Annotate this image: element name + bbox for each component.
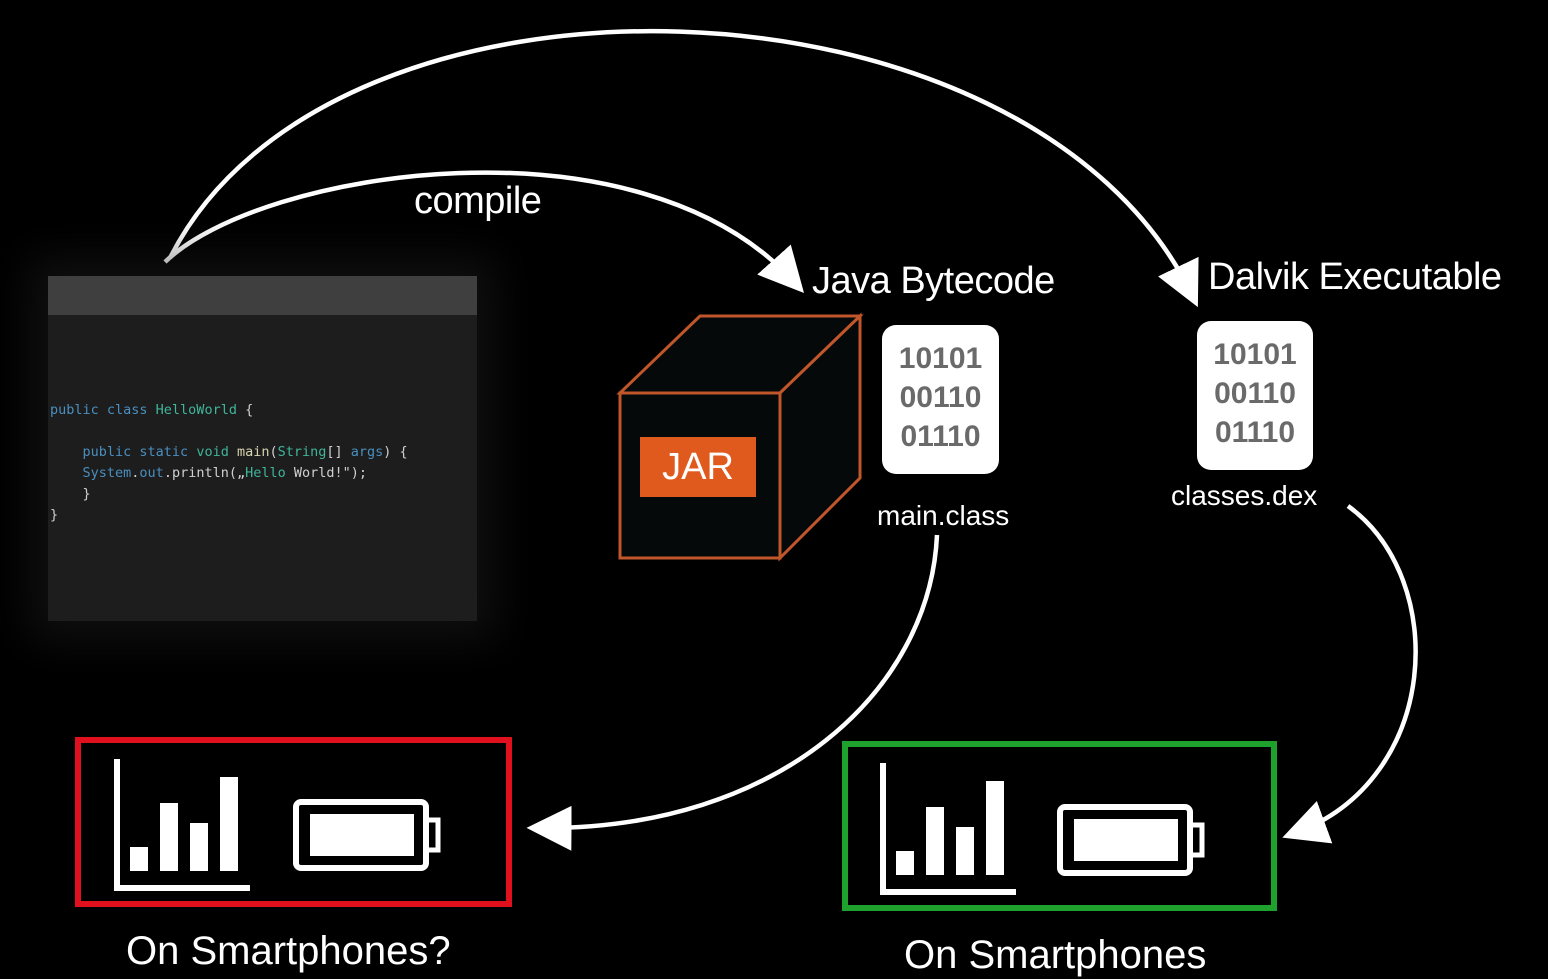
battery-full-icon: [293, 799, 441, 871]
code-token: out: [139, 465, 164, 481]
code-line: public class HelloWorld {: [50, 400, 408, 421]
classes-dex-file-icon: 10101 00110 01110: [1197, 321, 1313, 470]
code-line: }: [50, 505, 408, 526]
code-token: }: [50, 486, 91, 502]
code-token: (: [269, 444, 278, 460]
code-line: [50, 421, 408, 442]
binary-line: 01110: [900, 420, 981, 453]
main-class-file-icon: 10101 00110 01110: [882, 325, 999, 474]
code-token: World!");: [285, 465, 368, 481]
battery-full-icon: [1057, 804, 1205, 876]
code-line: }: [50, 484, 408, 505]
binary-line: 10101: [898, 342, 983, 375]
binary-line: 01110: [1214, 416, 1296, 449]
code-line: System.out.println(„Hello World!");: [50, 463, 408, 484]
main-class-filename: main.class: [877, 500, 1010, 531]
code-editor: public class HelloWorld { public static …: [48, 276, 477, 621]
smartphones-label: On Smartphones: [904, 933, 1207, 977]
editor-title-bar: [48, 276, 477, 315]
smartphone-target-good: [842, 741, 1277, 911]
classes-dex-filename: classes.dex: [1171, 480, 1318, 511]
dalvik-arrow: [167, 28, 1199, 308]
java-bytecode-title: Java Bytecode: [812, 260, 1055, 302]
binary-line: 00110: [1214, 377, 1296, 410]
code-token: }: [50, 507, 59, 523]
code-token: []: [326, 444, 351, 460]
dalvik-executable-title: Dalvik Executable: [1208, 256, 1502, 298]
smartphone-target-bad: [75, 737, 512, 907]
smartphones-question-label: On Smartphones?: [126, 929, 451, 973]
bar-chart-icon: [880, 763, 1016, 895]
bar-chart-icon: [114, 759, 250, 891]
code-token: String: [277, 444, 327, 460]
compile-arrow: [163, 170, 805, 294]
code-token: .: [131, 465, 140, 481]
code-token: args: [350, 444, 384, 460]
code-token: ) {: [383, 444, 408, 460]
code-token: main: [236, 444, 270, 460]
code-token: public class: [50, 402, 156, 418]
code-token: .println(„: [163, 465, 246, 481]
binary-line: 00110: [899, 381, 982, 414]
dex-to-phone-arrow: [1282, 504, 1418, 844]
compile-label: compile: [414, 180, 542, 222]
code-token: void: [196, 444, 237, 460]
code-token: System: [50, 465, 132, 481]
binary-line: 10101: [1213, 338, 1297, 371]
code-line: public static void main(String[] args) {: [50, 442, 408, 463]
code-token: {: [236, 402, 254, 418]
code-token: public static: [50, 444, 197, 460]
class-to-phone-arrow: [526, 534, 940, 851]
code-token: Hello: [245, 465, 286, 481]
code-token: HelloWorld: [155, 402, 237, 418]
jar-label: JAR: [640, 437, 756, 497]
source-code: public class HelloWorld { public static …: [50, 400, 408, 526]
